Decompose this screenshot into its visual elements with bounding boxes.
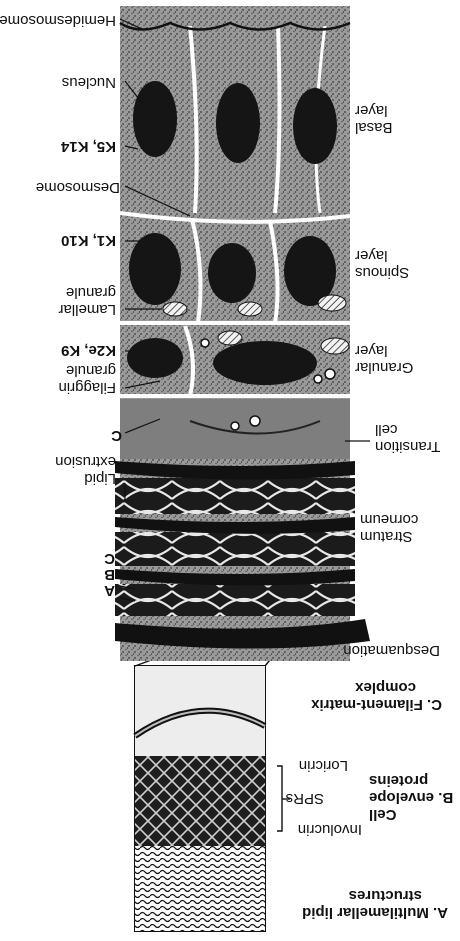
involucrin-label: Involucrin	[298, 821, 362, 838]
epidermis-column	[115, 6, 370, 661]
c-marker-label: C	[111, 427, 122, 444]
basal-layer-label: Basal layer	[355, 102, 430, 136]
lipid-line-1: Lipid	[55, 470, 116, 487]
granular-line-2: layer	[355, 342, 445, 359]
lipid-line-2: extrusion	[55, 453, 116, 470]
granular-nucleus	[213, 341, 317, 385]
k5-k14-label: K5, K14	[61, 138, 116, 155]
filaggrin-line-2: granule	[58, 362, 116, 379]
c-layer-letter: C	[104, 550, 115, 567]
desmosome-label: Desmosome	[36, 179, 120, 196]
transition-cell-label: Transition cell	[375, 421, 455, 455]
cell-envelope-proteins-label: Cell B. envelope proteins	[365, 772, 455, 823]
filament-matrix-line-2: complex	[311, 679, 442, 696]
lipid-structures-band	[135, 846, 265, 931]
granular-line-1: Granular	[355, 359, 445, 376]
stratum-corneum-label: Stratum corneum	[360, 511, 455, 545]
basal-line-1: Basal	[355, 119, 430, 136]
filaggrin-line-1: Filaggrin	[58, 379, 116, 396]
desquamation-label: Desquamation	[343, 642, 440, 659]
envelope-line-1: Cell	[365, 806, 455, 823]
spinous-layer-label: Spinous layer	[355, 247, 440, 281]
k2e-k9-label: K2e, K9	[61, 342, 116, 359]
lamellar-line-1: Lamellar	[58, 301, 116, 318]
a-layer-letter: A	[104, 582, 115, 599]
envelope-line-2: B. envelope	[365, 789, 455, 806]
lamellar-granule-label: Lamellar granule	[58, 284, 116, 318]
k1-k10-label: K1, K10	[61, 232, 116, 249]
sprs-label: SPRs	[286, 790, 324, 807]
multilamellar-line-2: structures	[302, 887, 448, 904]
transition-line-1: Transition	[375, 438, 455, 455]
spinous-line-2: layer	[355, 247, 440, 264]
corneum-line-2: corneum	[360, 511, 455, 528]
basal-line-2: layer	[355, 102, 430, 119]
filament-matrix-complex-label: C. Filament-matrix complex	[311, 679, 442, 713]
lamellar-line-2: granule	[58, 284, 116, 301]
lipid-extrusion-label: Lipid extrusion	[55, 453, 116, 487]
loricrin-label: Loricrin	[299, 757, 348, 774]
multilamellar-lipid-label: A. Multilamellar lipid structures	[302, 887, 448, 921]
nucleus-label: Nucleus	[62, 74, 116, 91]
filaggrin-granule-label: Filaggrin granule	[58, 362, 116, 396]
transition-line-2: cell	[375, 421, 455, 438]
spinous-line-1: Spinous	[355, 264, 440, 281]
granular-layer-label: Granular layer	[355, 342, 445, 376]
corneum-line-1: Stratum	[360, 528, 455, 545]
hemidesmosome-label: Hemidesmosome	[0, 12, 116, 29]
envelope-line-3: proteins	[365, 772, 455, 789]
filament-matrix-line-1: C. Filament-matrix	[311, 696, 442, 713]
basal-nucleus	[293, 88, 337, 164]
b-layer-letter: B	[104, 566, 115, 583]
envelope-protein-band	[135, 756, 265, 846]
multilamellar-line-1: A. Multilamellar lipid	[302, 904, 448, 921]
